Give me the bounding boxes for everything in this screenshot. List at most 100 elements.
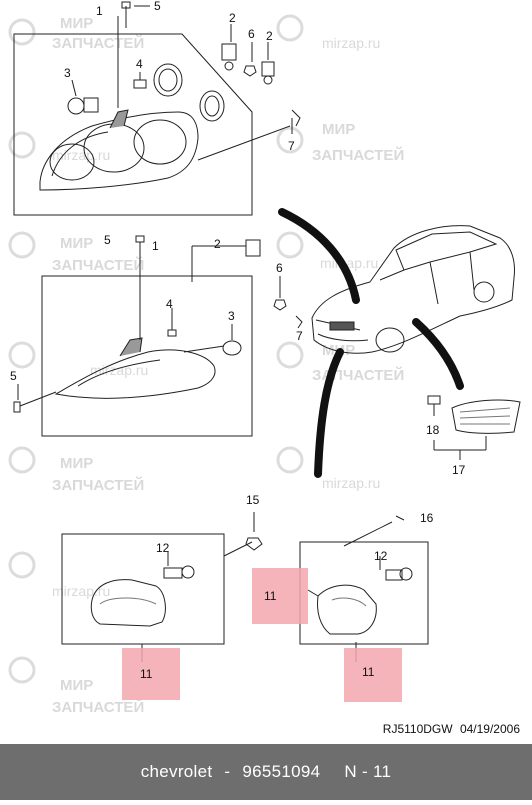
watermark-text: МИР (322, 121, 355, 138)
fog-left-lamp (90, 579, 166, 627)
watermark-text: mirzap.ru (322, 35, 380, 51)
callout-label: 2 (229, 11, 236, 25)
top-part-4 (133, 79, 147, 89)
callout-label: 12 (374, 549, 388, 563)
top-headlamp-detail (51, 131, 109, 177)
callout-label: 3 (64, 66, 71, 80)
middle-callouts: 5 1 2 6 4 3 7 5 (10, 233, 303, 383)
arc-pointer-bottom (314, 348, 344, 478)
callout-label: 2 (266, 29, 273, 43)
callout-label: 11 (362, 665, 375, 679)
screw-16 (395, 515, 405, 521)
side-bulb-18 (427, 395, 441, 405)
fog-right-frame (299, 541, 429, 645)
callout-label: 15 (246, 493, 260, 507)
watermark-text: ЗАПЧАСТЕЙ (52, 476, 144, 494)
fog-lamp-left-group (61, 533, 253, 662)
callout-label: 5 (104, 233, 111, 247)
footer-part-number: 96551094 (242, 762, 321, 781)
doc-code: RJ5110DGW (382, 722, 453, 736)
watermark-text: МИР (60, 677, 93, 694)
fog-left-bulb-12 (163, 567, 183, 579)
middle-clip-7 (295, 315, 303, 329)
callout-label: 11 (264, 589, 277, 603)
highlight-boxes (122, 568, 402, 702)
callout-label: 1 (152, 239, 159, 253)
callout-label: 16 (420, 511, 434, 525)
car-front-wheel (375, 327, 405, 353)
footer-section: N - 11 (344, 762, 392, 781)
top-bulb-2a (221, 43, 237, 61)
callout-label: 5 (10, 369, 17, 383)
car-bumper (317, 333, 369, 342)
callout-label: 11 (140, 667, 153, 681)
top-clip-7 (291, 109, 301, 127)
top-headlamp-lens-side (133, 119, 187, 165)
top-bulb-3-icon (67, 97, 85, 115)
watermark-text: МИР (60, 235, 93, 252)
callout-label: 7 (288, 139, 295, 153)
side-repeater-group (427, 395, 521, 460)
middle-headlamp-bracket (119, 337, 143, 357)
highlight-box-11 (344, 648, 402, 702)
top-headlamp-bracket (109, 109, 129, 129)
watermark-text: МИР (60, 455, 93, 472)
footer-bar: chevrolet - 96551094 N - 11 (0, 744, 532, 800)
arc-pointer-side (412, 318, 464, 390)
top-screw-5 (121, 1, 131, 9)
watermark-text: mirzap.ru (52, 147, 110, 163)
callout-label: 6 (276, 261, 283, 275)
car-illustration (311, 225, 515, 354)
middle-bulb-3-icon (222, 340, 242, 356)
footer-make: chevrolet (140, 762, 213, 781)
fog-right-lamp (317, 584, 377, 635)
car-body (311, 225, 515, 354)
callout-label: 2 (214, 237, 221, 251)
top-callouts: 1 5 2 6 2 3 4 7 (64, 0, 295, 153)
side-callouts: 18 17 (426, 423, 466, 477)
doc-date: 04/19/2006 (459, 722, 520, 736)
callout-label: 6 (248, 27, 255, 41)
callout-label: 12 (156, 541, 170, 555)
watermark-text: mirzap.ru (90, 362, 148, 378)
fog-right-bulb-12 (385, 569, 403, 581)
callout-label: 18 (426, 423, 440, 437)
middle-headlamp-group (13, 235, 303, 437)
bottom-callouts: 15 16 12 12 11 11 11 (140, 493, 434, 681)
top-cover-b (199, 90, 225, 122)
callout-label: 5 (154, 0, 161, 13)
side-repeater-lamp (451, 399, 521, 434)
car-door-lines (429, 251, 475, 305)
middle-screw-5 (135, 235, 145, 243)
watermark-text: ЗАПЧАСТЕЙ (312, 146, 404, 164)
watermark-text: mirzap.ru (322, 475, 380, 491)
top-bulb-3-base (83, 97, 99, 113)
watermark-group: МИР ЗАПЧАСТЕЙ mirzap.ru МИР ЗАПЧАСТЕЙ mi… (8, 14, 404, 716)
footer-separator: - (224, 762, 231, 781)
middle-headlamp-detail (77, 359, 161, 387)
middle-group-frame (41, 275, 253, 437)
callout-label: 17 (452, 463, 466, 477)
fog-left-frame (61, 533, 225, 645)
middle-part-4 (167, 329, 177, 337)
watermark-text: ЗАПЧАСТЕЙ (52, 34, 144, 52)
middle-bulb-2 (245, 239, 261, 257)
callout-label: 1 (96, 4, 103, 18)
document-reference: RJ5110DGW 04/19/2006 (379, 722, 520, 736)
car-windshield-roof (395, 231, 498, 271)
car-hood-line (379, 269, 405, 281)
left-screw-5 (13, 401, 21, 413)
highlight-box-11 (252, 568, 308, 624)
watermark-text: ЗАПЧАСТЕЙ (52, 698, 144, 716)
callout-label: 3 (228, 309, 235, 323)
callout-label: 7 (296, 329, 303, 343)
middle-headlamp-body (54, 349, 216, 399)
car-rear-wheel (473, 281, 495, 303)
watermark-text: МИР (60, 15, 93, 32)
top-headlamp-group (13, 1, 301, 216)
car-grille-fill (329, 321, 355, 331)
nut-15 (245, 537, 263, 551)
top-nut-6 (243, 65, 257, 77)
